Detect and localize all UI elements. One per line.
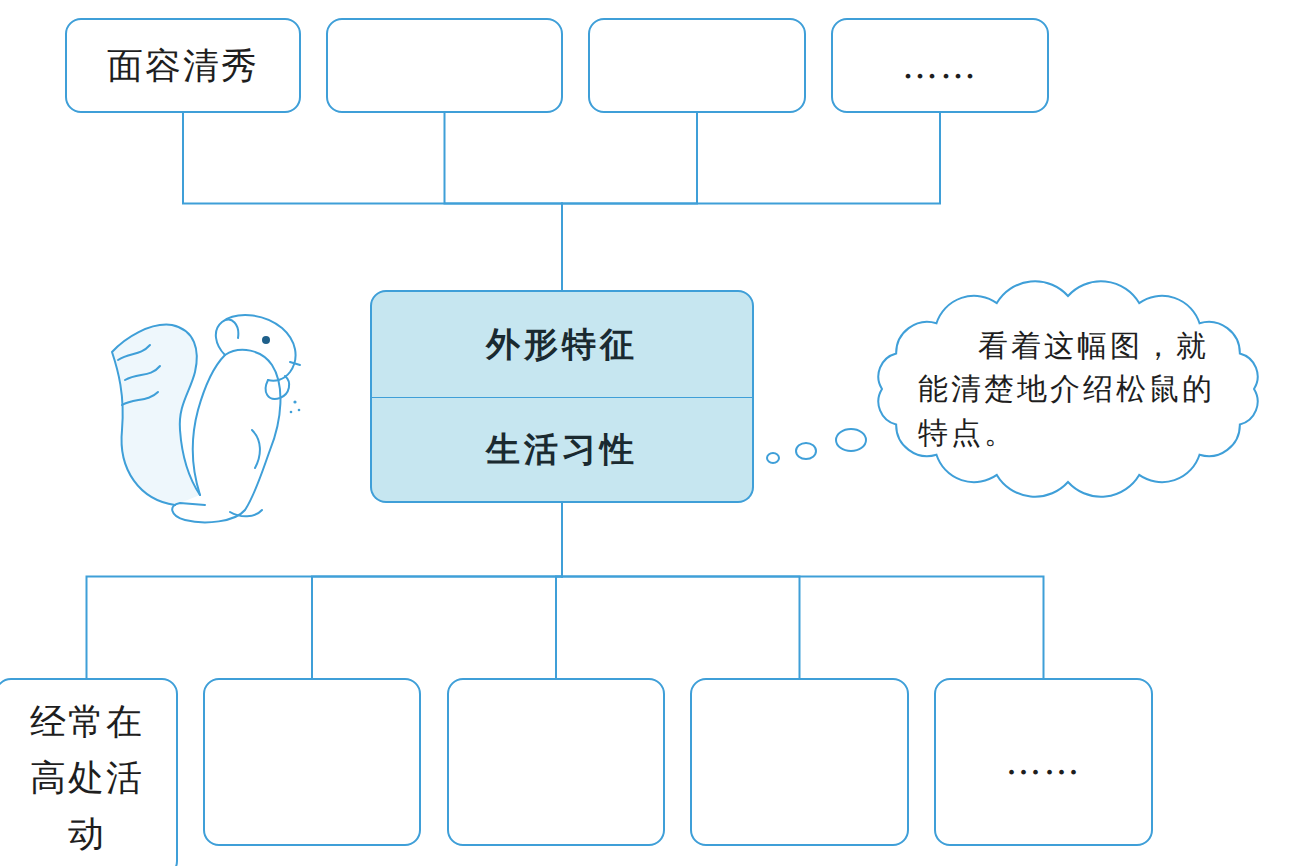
category-band: 生活习性 [370,398,754,503]
feature-box: …… [831,18,1049,113]
node-text: 外形特征 [486,322,638,368]
habit-box [203,678,421,846]
tree-connector [562,503,1044,678]
category-band: 外形特征 [370,290,754,399]
thought-cloud: 看着这幅图，就能清楚地介绍松鼠的特点。 [868,282,1268,496]
tree-connector [312,503,562,678]
node-text: 经常在高处活动 [0,686,176,866]
habit-box [690,678,909,846]
feature-box [326,18,563,113]
cloud-shape [878,281,1257,496]
habit-box: 经常在高处活动 [0,678,178,866]
habit-box: …… [934,678,1153,846]
tree-connector [87,503,563,678]
feature-box [588,18,806,113]
habit-box [447,678,665,846]
thought-bubbles [767,429,866,463]
tree-connector [562,113,940,290]
node-text: 面容清秀 [89,30,277,102]
tree-connector [445,113,563,290]
node-text: …… [884,30,996,102]
tree-connector [562,113,697,290]
squirrel-illustration [112,315,300,522]
feature-box: 面容清秀 [65,18,301,113]
node-text: 生活习性 [486,427,638,473]
node-text: 看着这幅图，就能清楚地介绍松鼠的特点。 [908,324,1228,455]
tree-connector [183,113,562,290]
tree-connector [562,503,800,678]
node-text: …… [988,726,1100,798]
